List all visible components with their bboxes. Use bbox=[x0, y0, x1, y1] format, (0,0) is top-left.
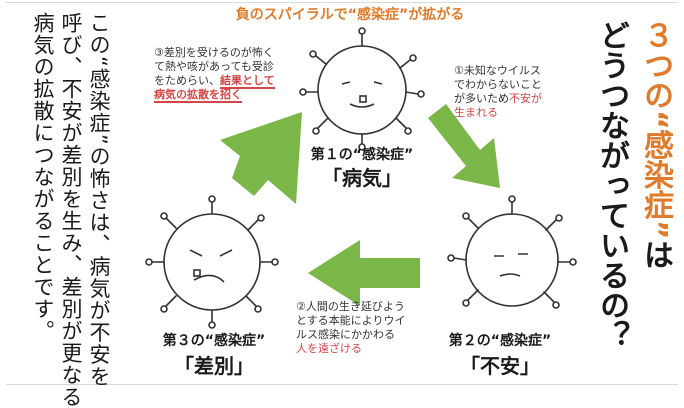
note-1: ①未知なウイルス でわからないこと が多いため不安が 生まれる bbox=[454, 64, 542, 120]
node-illness-label: 第１の“感染症” bbox=[310, 147, 414, 163]
virus-anxiety-icon bbox=[447, 195, 577, 309]
note-3-emphasis-2: 病気の拡散を招く bbox=[154, 88, 242, 103]
note-3: ③差別を受けるのが怖く て熱や咳があっても受診 をためらい、結果として 病気の拡… bbox=[154, 46, 275, 103]
note-1-red-1: 不安が bbox=[509, 92, 542, 105]
note-3-line4: 病気の拡散を招く bbox=[154, 88, 275, 103]
note-2-line3: ルス感染にかかわる bbox=[296, 328, 395, 341]
left-text-col1: この“感染症”の怖さは、病気が不安を bbox=[87, 12, 111, 388]
node-discrimination-label: 第３の“感染症” bbox=[162, 333, 266, 349]
node-illness-name: 「病気」 bbox=[322, 166, 402, 190]
note-3-line3: をためらい、結果として bbox=[154, 74, 275, 89]
frame bbox=[6, 2, 678, 385]
note-3-line1: ③差別を受けるのが怖く bbox=[154, 46, 274, 59]
diagram-heading: 負のスパイラルで“感染症”が拡がる bbox=[235, 7, 465, 23]
note-2: ②人間の生き延びよう とする本能によりウイ ルス感染にかかわる 人を遠ざける bbox=[296, 300, 405, 356]
node-anxiety-name: 「不安」 bbox=[460, 354, 540, 378]
diagram-art bbox=[145, 27, 577, 329]
node-discrimination-name: 「差別」 bbox=[174, 354, 254, 378]
note-1-line2: でわからないこと bbox=[454, 78, 542, 91]
title-col-2: どうつながっているの？ bbox=[594, 20, 629, 350]
left-text-col2: 呼び、不安が差別を生み、差別が更なる bbox=[59, 12, 83, 408]
note-2-line1: ②人間の生き延びよう bbox=[296, 300, 405, 313]
note-2-red: 人を遠ざける bbox=[296, 342, 362, 355]
note-1-line1: ①未知なウイルス bbox=[454, 64, 541, 77]
arrow-anxiety-to-discrimination bbox=[308, 240, 420, 306]
virus-illness-icon bbox=[299, 27, 425, 151]
note-2-line2: とする本能によりウイ bbox=[296, 314, 406, 327]
note-1-red-2: 生まれる bbox=[454, 106, 498, 119]
title-part2: は bbox=[638, 239, 673, 270]
left-text-col3: 病気の拡散につながることです。 bbox=[31, 12, 55, 342]
arrow-illness-to-anxiety bbox=[428, 104, 500, 188]
arrow-discrimination-to-illness bbox=[220, 112, 302, 204]
title-part1: ３つの“感染症” bbox=[638, 20, 673, 240]
title-part3: どうつながっているの？ bbox=[594, 20, 629, 350]
note-3-emphasis-1: 結果として bbox=[220, 74, 275, 89]
virus-discrimination-icon bbox=[145, 195, 279, 329]
title-col-1: ３つの“感染症”は bbox=[638, 20, 673, 270]
note-3-line2: て熱や咳があっても受診 bbox=[154, 60, 274, 73]
node-anxiety-label: 第２の“感染症” bbox=[448, 333, 552, 349]
note-1-line3: が多いため不安が bbox=[454, 92, 542, 105]
